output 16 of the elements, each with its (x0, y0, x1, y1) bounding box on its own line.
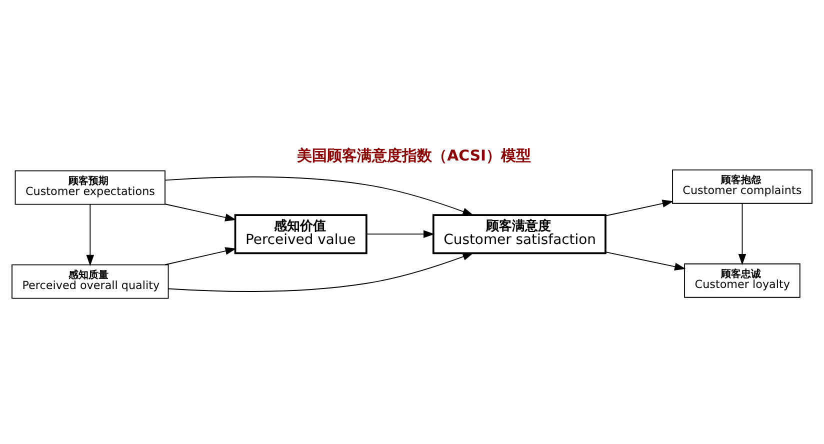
arrow (164, 204, 236, 222)
node-box: 感知质量 Perceived overall quality (12, 264, 169, 299)
arrow (86, 204, 94, 266)
arrow (605, 252, 686, 270)
node-box: 感知价值 Perceived value (234, 214, 368, 254)
diagram-title: 美国顾客满意度指数（ACSI）模型 (297, 146, 532, 164)
arrow (738, 203, 746, 266)
arrow (605, 200, 674, 216)
node-box: 顾客抱怨 Customer complaints (672, 169, 812, 204)
arrow (164, 247, 236, 266)
arrow (164, 176, 474, 216)
node-box: 顾客预期 Customer expectations (14, 170, 166, 205)
arrow (366, 230, 435, 238)
arrow (168, 252, 474, 292)
node-box: 顾客满意度 Customer satisfaction (432, 214, 606, 254)
node-box: 顾客忠诚 Customer loyalty (684, 263, 800, 298)
